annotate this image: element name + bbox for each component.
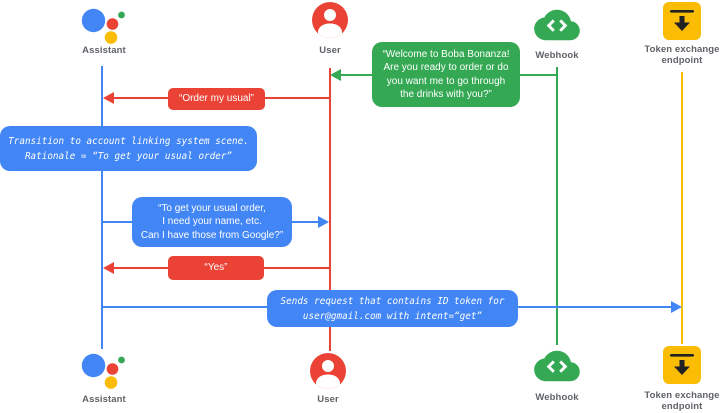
transition-note: Transition to account linking system sce… bbox=[0, 126, 257, 171]
token-endpoint-icon bbox=[663, 346, 701, 384]
assistant-label-top: Assistant bbox=[82, 45, 126, 56]
webhook-lifeline bbox=[556, 67, 558, 345]
order-arrowhead bbox=[103, 92, 114, 104]
user-icon bbox=[312, 2, 348, 38]
assistant-icon bbox=[81, 353, 125, 389]
need-info-arrowhead bbox=[318, 216, 329, 228]
user-label-bottom: User bbox=[317, 394, 339, 405]
yes-message: “Yes” bbox=[168, 256, 264, 280]
token-endpoint-label-top: Token exchange endpoint bbox=[644, 44, 720, 66]
webhook-label-top: Webhook bbox=[535, 50, 579, 61]
assistant-icon bbox=[81, 8, 125, 44]
assistant-label-bottom: Assistant bbox=[82, 394, 126, 405]
token-endpoint-icon bbox=[663, 2, 701, 40]
order-message: “Order my usual” bbox=[168, 88, 265, 110]
webhook-icon bbox=[534, 9, 580, 41]
webhook-icon bbox=[534, 350, 580, 382]
user-label-top: User bbox=[319, 45, 341, 56]
assistant-lifeline bbox=[101, 66, 103, 349]
yes-arrowhead bbox=[103, 262, 114, 274]
user-lifeline bbox=[329, 68, 331, 351]
welcome-message: “Welcome to Boba Bonanza! Are you ready … bbox=[372, 42, 520, 107]
webhook-label-bottom: Webhook bbox=[535, 392, 579, 403]
welcome-arrowhead bbox=[330, 69, 341, 81]
need-info-message: “To get your usual order, I need your na… bbox=[132, 197, 292, 247]
token-endpoint-label-bottom: Token exchange endpoint bbox=[644, 390, 720, 412]
token-endpoint-lifeline bbox=[681, 72, 683, 344]
sends-request-arrowhead bbox=[671, 301, 682, 313]
sends-request-note: Sends request that contains ID token for… bbox=[267, 290, 518, 327]
user-icon bbox=[310, 353, 346, 389]
